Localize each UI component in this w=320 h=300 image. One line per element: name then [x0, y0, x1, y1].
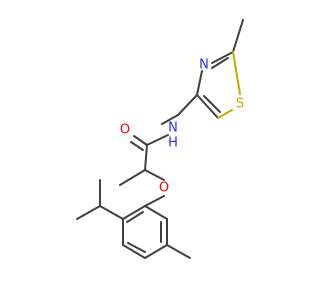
atom-n-amide-label: N: [168, 121, 178, 136]
molecule-diagram: O N H N S O: [76, 19, 244, 259]
structure-svg: O N H N S O: [76, 19, 244, 259]
bond-c2-n3: [211, 51, 234, 64]
bond-ar6-ar1: [144, 205, 168, 220]
bond-methyl-thiazole: [232, 19, 244, 53]
bond-n3-c4: [196, 70, 203, 96]
bond-ar4-ar5: [144, 244, 168, 259]
bond-carbonyl-ch: [144, 144, 148, 171]
bond-ar2-isopropyl: [99, 205, 124, 220]
atom-n-ring-label: N: [199, 58, 209, 73]
bond-o-aryl: [144, 195, 165, 207]
bond-c5-s1: [217, 109, 233, 119]
atom-s-ring-label: S: [236, 97, 244, 112]
bond-c4-c5-second: [203, 95, 221, 113]
bond-n-carbonyl: [146, 134, 169, 146]
atom-o-ether-label: O: [159, 181, 169, 196]
bond-c2-n3-second: [211, 57, 229, 69]
bond-ar3-ar4: [122, 244, 146, 259]
atom-s-ring: S: [236, 97, 244, 112]
atom-n-ring: N: [199, 58, 209, 73]
bond-c4-c5: [196, 94, 219, 119]
bond-ch2-n: [161, 114, 179, 125]
atom-o-ether: O: [159, 181, 169, 196]
bond-ar1-ar2: [122, 205, 146, 220]
bond-ar1-ar2-inner: [126, 211, 144, 223]
atom-n-amide: N H: [168, 121, 178, 151]
bond-ar5-methyl: [166, 244, 191, 259]
bond-c4-ch2: [177, 94, 198, 116]
atom-o-carbonyl: O: [120, 123, 130, 138]
atom-h-amide-label: H: [168, 136, 178, 151]
bond-ch-methyl: [119, 169, 146, 186]
bond-ar3-ar4-inner: [127, 242, 146, 253]
bond-s1-c2: [232, 51, 241, 95]
bond-ch-o: [144, 169, 165, 181]
bond-c-o-double-second: [130, 141, 144, 151]
bond-isopropyl-me1: [76, 205, 101, 220]
atom-o-carbonyl-label: O: [120, 123, 130, 138]
bond-c-o-double: [133, 135, 148, 146]
